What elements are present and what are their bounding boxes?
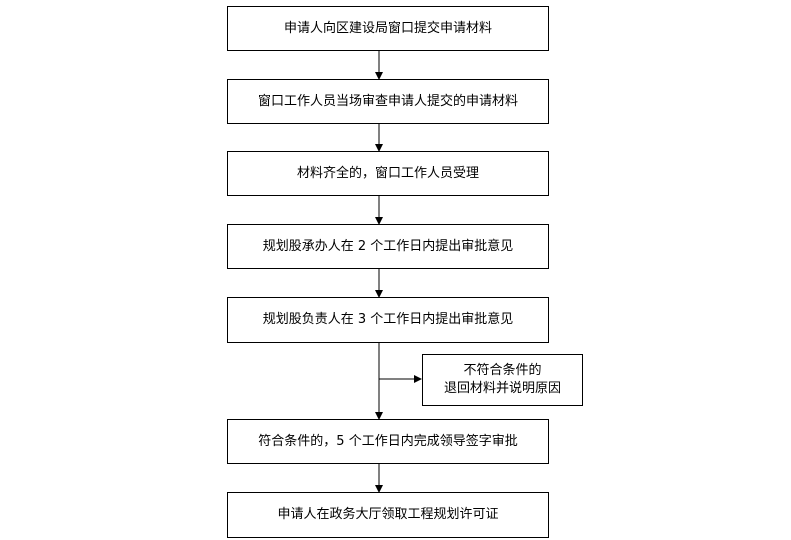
step-3-box: 材料齐全的，窗口工作人员受理 bbox=[227, 151, 549, 196]
step-4-label: 规划股承办人在 2 个工作日内提出审批意见 bbox=[262, 238, 514, 254]
reject-box: 不符合条件的 退回材料并说明原因 bbox=[422, 354, 583, 406]
step-2-label: 窗口工作人员当场审查申请人提交的申请材料 bbox=[257, 93, 518, 109]
step-6-label: 符合条件的，5 个工作日内完成领导签字审批 bbox=[258, 433, 518, 449]
reject-label-line2: 退回材料并说明原因 bbox=[443, 381, 561, 396]
step-5-box: 规划股负责人在 3 个工作日内提出审批意见 bbox=[227, 297, 549, 343]
step-6-box: 符合条件的，5 个工作日内完成领导签字审批 bbox=[227, 419, 549, 464]
step-1-label: 申请人向区建设局窗口提交申请材料 bbox=[283, 20, 492, 36]
reject-label-line1: 不符合条件的 bbox=[463, 363, 542, 378]
step-2-box: 窗口工作人员当场审查申请人提交的申请材料 bbox=[227, 79, 549, 124]
step-7-label: 申请人在政务大厅领取工程规划许可证 bbox=[277, 507, 499, 522]
step-4-box: 规划股承办人在 2 个工作日内提出审批意见 bbox=[227, 224, 549, 269]
step-1-box: 申请人向区建设局窗口提交申请材料 bbox=[227, 6, 549, 51]
step-3-label: 材料齐全的，窗口工作人员受理 bbox=[296, 165, 479, 181]
step-5-label: 规划股负责人在 3 个工作日内提出审批意见 bbox=[262, 312, 514, 327]
step-7-box: 申请人在政务大厅领取工程规划许可证 bbox=[227, 492, 549, 538]
